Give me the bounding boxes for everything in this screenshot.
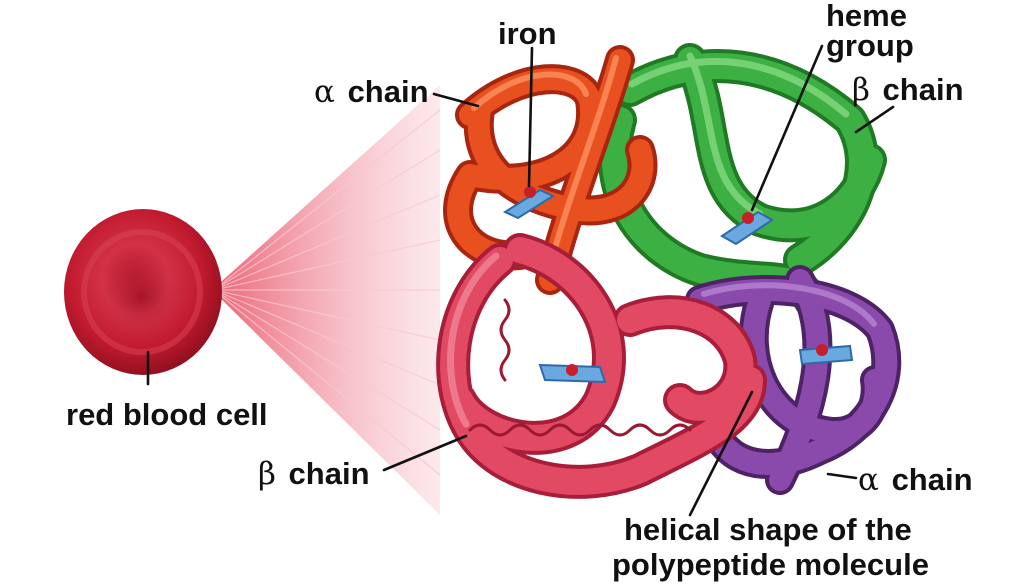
iron-atom bbox=[566, 364, 578, 376]
beta-chain-bottom-label: β chain bbox=[258, 456, 370, 492]
beta-chain-top-label: β chain bbox=[852, 72, 964, 108]
red-blood-cell-label: red blood cell bbox=[66, 397, 268, 432]
alpha-chain-top-leader bbox=[432, 92, 480, 108]
helical-leader bbox=[688, 390, 754, 517]
red-blood-cell bbox=[64, 209, 222, 375]
alpha-chain-top-label: α chain bbox=[314, 74, 429, 110]
beta-chain-bottom bbox=[436, 233, 767, 499]
alpha-chain-bottom-leader bbox=[826, 472, 858, 480]
iron-leader bbox=[527, 46, 534, 188]
beta-chain-top-leader bbox=[854, 105, 895, 134]
magnification-beam bbox=[212, 85, 441, 515]
alpha-chain-bottom bbox=[685, 265, 902, 495]
iron-atom bbox=[524, 186, 536, 198]
heme-group-label: heme group bbox=[826, 0, 916, 63]
iron-atom bbox=[816, 344, 828, 356]
beta-chain-bottom-leader bbox=[382, 434, 468, 472]
heme-group-1 bbox=[502, 186, 556, 220]
heme-group-4 bbox=[798, 344, 854, 366]
heme-group-leader bbox=[750, 44, 824, 212]
iron-atom bbox=[742, 212, 754, 224]
helical-shape-label: helical shape of the polypeptide molecul… bbox=[612, 512, 929, 582]
iron-label: iron bbox=[498, 16, 557, 51]
heme-group-2 bbox=[720, 210, 774, 246]
heme-group-3 bbox=[538, 363, 607, 384]
leader-lines bbox=[146, 44, 895, 517]
alpha-chain-bottom-label: α chain bbox=[858, 462, 973, 498]
